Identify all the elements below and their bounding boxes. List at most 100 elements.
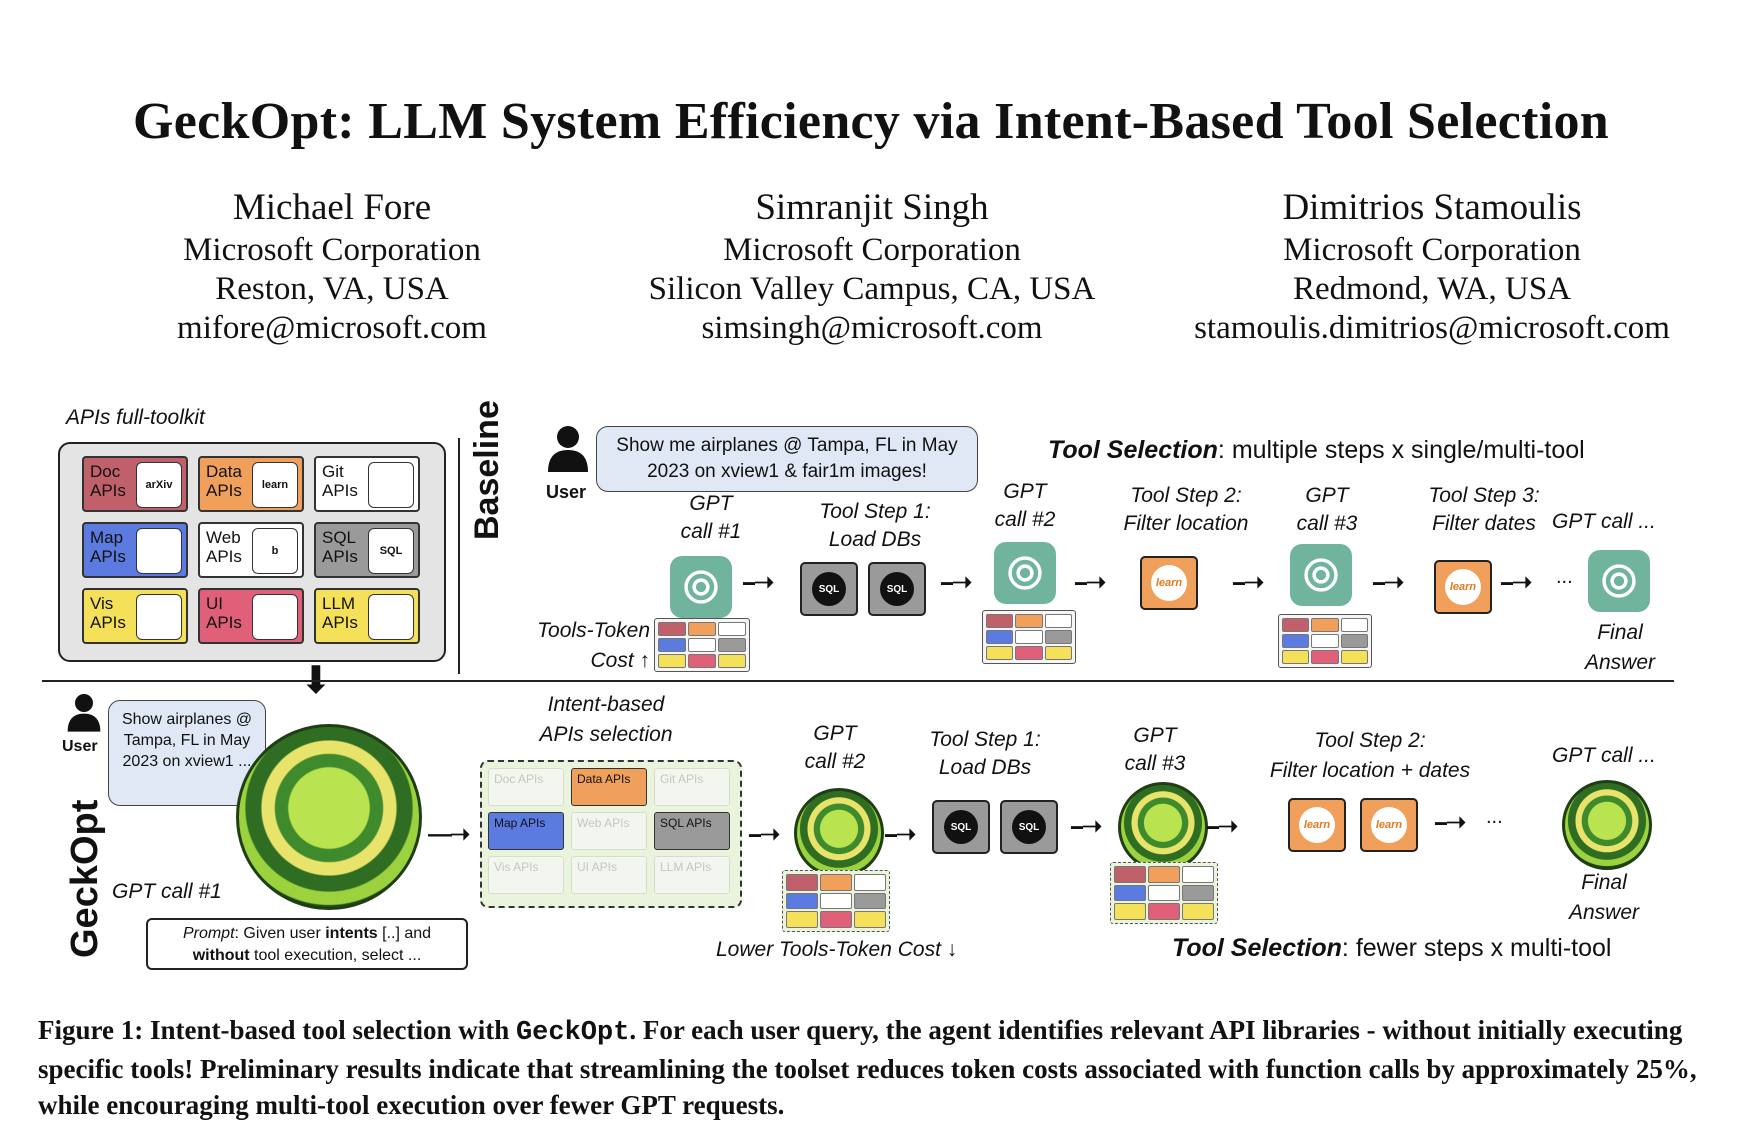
intent-tile-data: Data APIs: [571, 768, 647, 806]
mini-tile: [1182, 866, 1214, 883]
author-block-2: Simranjit Singh Microsoft Corporation Si…: [612, 185, 1132, 348]
arrow-right-icon: —➝: [428, 821, 470, 848]
gecko-logo-icon: [236, 724, 422, 910]
sql-icon: SQL: [932, 800, 990, 854]
mini-tile: [1282, 634, 1310, 648]
author-location: Silicon Valley Campus, CA, USA: [648, 271, 1096, 307]
mini-tile: [854, 911, 886, 928]
gpt-call-1-label: GPT call #1: [112, 880, 222, 903]
author-location: Redmond, WA, USA: [1292, 271, 1572, 307]
dashed-arrow-icon: --➝: [940, 569, 972, 596]
gpt-call-n-label: GPT call ...: [1552, 744, 1656, 767]
bing-icon: b: [252, 528, 298, 574]
mini-toolkit-icon: [982, 610, 1076, 664]
mini-tile: [1148, 903, 1180, 920]
author-org: Microsoft Corporation: [183, 232, 481, 268]
map-icon: [136, 528, 182, 574]
huggingface-icon: [136, 594, 182, 640]
dashed-arrow-icon: --➝: [1232, 569, 1264, 596]
dashed-arrow-icon: --➝: [1372, 569, 1404, 596]
mini-tile: [718, 638, 746, 652]
divider-vertical: [458, 438, 460, 674]
mini-tile: [1282, 618, 1310, 632]
dashed-arrow-icon: --➝: [1206, 813, 1238, 840]
mini-tile: [1340, 634, 1368, 648]
tool-step-3-label: Tool Step 3:Filter dates: [1428, 484, 1540, 535]
mini-tile: [1114, 884, 1146, 902]
mini-tile: [786, 911, 818, 928]
mini-tile: [986, 630, 1014, 644]
mini-tile: [688, 654, 716, 668]
baseline-query-bubble: Show me airplanes @ Tampa, FL in May 202…: [596, 426, 978, 492]
user-label: User: [62, 738, 98, 755]
mini-tile: [1148, 884, 1180, 902]
openai-icon: [994, 542, 1056, 604]
tool-step-1-label: Tool Step 1:Load DBs: [819, 500, 931, 551]
tool-step-2-label: Tool Step 2:Filter location + dates: [1269, 729, 1471, 782]
sql-icon: SQL: [800, 562, 858, 616]
intent-tile-sql: SQL APIs: [654, 812, 730, 850]
author-name: Simranjit Singh: [755, 187, 989, 228]
gecko-logo-icon: [794, 788, 884, 878]
dashed-arrow-icon: --➝: [884, 821, 916, 848]
mini-tile: [1182, 884, 1214, 902]
mini-tile: [1311, 650, 1339, 664]
mini-toolkit-icon: [1110, 862, 1218, 924]
mini-tile: [1044, 646, 1072, 660]
ellipsis: ...: [1556, 566, 1573, 588]
author-org: Microsoft Corporation: [723, 232, 1021, 268]
user-icon: [546, 424, 590, 472]
paper-title: GeckOpt: LLM System Efficiency via Inten…: [133, 93, 1609, 150]
author-email: stamoulis.dimitrios@microsoft.com: [1194, 310, 1670, 346]
mini-tile: [688, 622, 716, 636]
mini-tile: [1015, 614, 1043, 628]
mini-tile: [820, 874, 852, 891]
mini-tile: [1015, 630, 1043, 644]
sklearn-icon: learn: [1360, 798, 1418, 852]
intent-tile-ui: UI APIs: [571, 856, 647, 894]
mini-tile: [1340, 650, 1368, 664]
mini-toolkit-icon: [654, 618, 750, 672]
tool-selection-rest: : fewer steps x multi-tool: [1341, 934, 1612, 962]
mini-tile: [1340, 618, 1368, 632]
intent-tile-web: Web APIs: [571, 812, 647, 850]
mini-tile: [1114, 903, 1146, 920]
mini-tile: [1015, 646, 1043, 660]
mini-tile: [1182, 903, 1214, 920]
dashed-arrow-icon: --➝: [748, 821, 780, 848]
mini-tile: [658, 622, 686, 636]
sklearn-icon: learn: [252, 462, 298, 508]
mini-toolkit-icon: [1278, 614, 1372, 668]
mini-tile: [820, 911, 852, 928]
ui-icon: [252, 594, 298, 640]
mini-tile: [820, 892, 852, 910]
dashed-arrow-icon: --➝: [742, 569, 774, 596]
tool-selection-bold: Tool Selection: [1048, 436, 1218, 464]
dashed-arrow-icon: --➝: [1074, 569, 1106, 596]
gecko-logo-icon: [1562, 780, 1652, 870]
sklearn-icon: learn: [1140, 556, 1198, 610]
gpt-call-n-label: GPT call ...: [1552, 510, 1656, 533]
sql-icon: SQL: [1000, 800, 1058, 854]
mini-tile: [854, 874, 886, 891]
mini-tile: [986, 614, 1014, 628]
sklearn-icon: learn: [1288, 798, 1346, 852]
dashed-arrow-icon: --➝: [1500, 569, 1532, 596]
tool-step-1-label: Tool Step 1:Load DBs: [929, 728, 1041, 779]
openai-icon: [1588, 550, 1650, 612]
author-location: Reston, VA, USA: [215, 271, 449, 307]
dashed-arrow-icon: --➝: [1070, 813, 1102, 840]
intent-tile-git: Git APIs: [654, 768, 730, 806]
